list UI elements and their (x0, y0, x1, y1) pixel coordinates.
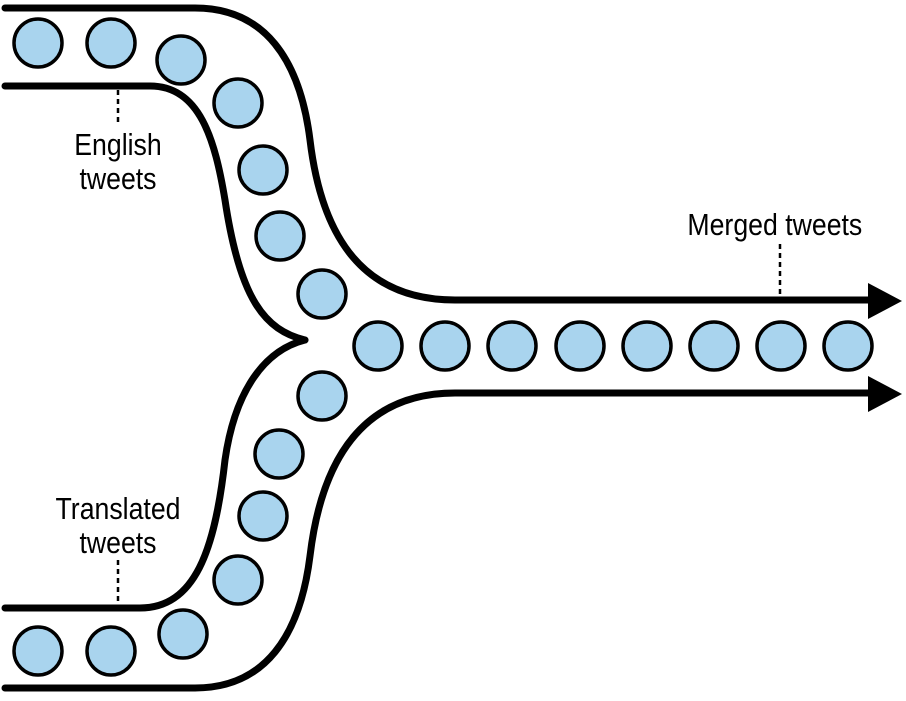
translated-tweets-label: Translated tweets (49, 492, 187, 560)
tweet-circle (621, 320, 673, 372)
tweet-circle (253, 428, 305, 480)
bottom-pipe-inner-wall (1, 336, 309, 612)
top-pipe-inner-wall (1, 82, 309, 344)
tweet-circle (296, 268, 348, 320)
tweet-circle (212, 554, 264, 606)
translated-label-line1: Translated (55, 491, 181, 526)
merged-tweets-label: Merged tweets (687, 207, 863, 242)
tweet-circle (486, 320, 538, 372)
tweet-circle (554, 320, 606, 372)
tweet-circle (688, 320, 740, 372)
english-label-line1: English (74, 127, 162, 162)
tweet-circle (237, 144, 289, 196)
tweet-circle (296, 370, 348, 422)
top-pipe-outer-wall (1, 4, 882, 304)
arrowhead-bottom (868, 376, 902, 412)
tweet-circle (12, 17, 64, 69)
tweet-circle (85, 625, 137, 677)
tweet-circle (822, 320, 874, 372)
english-tweets-label: English tweets (66, 128, 169, 196)
tweet-circle (12, 625, 64, 677)
tweet-circle (157, 608, 209, 660)
tweet-circle (352, 320, 404, 372)
tweet-circle (254, 210, 306, 262)
tweet-circle (419, 320, 471, 372)
translated-label-line2: tweets (79, 525, 157, 560)
tweet-circle (212, 77, 264, 129)
tweet-circle (755, 320, 807, 372)
tweet-circle (237, 490, 289, 542)
tweet-circle (85, 17, 137, 69)
tweet-circle (155, 34, 207, 86)
english-label-line2: tweets (79, 161, 157, 196)
bottom-pipe-outer-wall (1, 389, 882, 692)
arrowhead-top (868, 283, 902, 319)
